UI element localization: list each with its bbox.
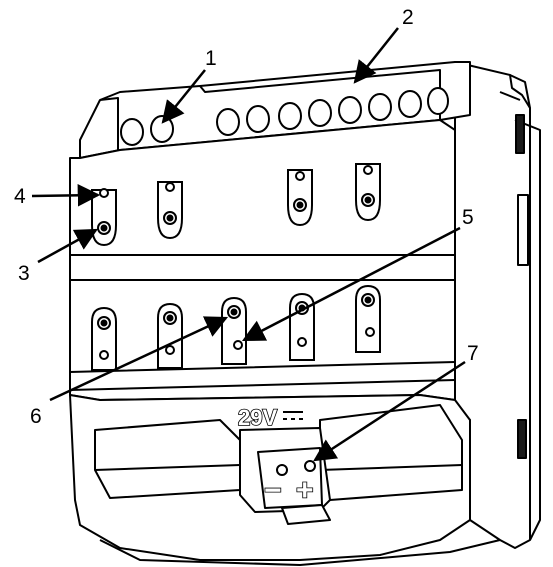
arrow-4 [31,184,101,207]
rail-slot-upper [515,114,525,154]
arrow-5 [242,226,461,342]
arrow-2 [353,27,399,84]
power-connector-tab [281,504,331,525]
callout-3: 3 [18,262,30,285]
right-rail-edge [499,74,541,541]
callout-numbers: 1 2 3 4 5 6 7 [14,6,479,428]
callout-7: 7 [467,342,479,365]
faceplate-lower-band [69,361,456,391]
upper-contact [287,169,313,227]
left-recess [94,419,241,499]
power-screw-minus [276,464,288,476]
power-screw-plus [304,460,316,472]
dc-symbol [283,411,303,420]
rail-slot-lower [517,419,527,459]
top-screw [338,96,362,124]
top-screw [216,108,240,136]
top-screw [398,90,422,118]
lower-contact [289,292,315,361]
polarity-plus-label: + [296,474,314,507]
upper-contact [355,163,381,222]
upper-contacts [91,163,381,247]
callout-6: 6 [30,405,42,428]
arrow-1 [161,69,206,124]
callout-arrows [31,27,466,462]
lower-contact [221,296,247,365]
voltage-label: 29V [238,405,277,430]
bottom-housing-foot [99,539,501,566]
top-screws [120,87,449,146]
top-screw [368,93,392,121]
upper-contact [91,188,117,247]
arrow-3 [37,228,98,264]
lower-contact [355,284,381,353]
right-recess [319,404,463,501]
faceplate-upper-band [70,254,455,281]
top-screw [120,118,144,146]
rail-slot-middle [517,194,529,266]
lower-contact [91,306,117,371]
arrow-6 [49,316,229,402]
callout-1: 1 [205,47,217,70]
callout-4: 4 [14,185,26,208]
top-screw [150,115,174,143]
callout-2: 2 [402,6,414,29]
left-recess-inner [94,464,241,471]
top-screw [427,87,449,115]
top-screw [246,105,270,133]
power-screws [276,460,316,476]
polarity-minus-label: − [264,474,282,507]
right-recess-inner [319,464,463,471]
top-screw [278,102,302,130]
top-screw [308,99,332,127]
lower-contact [157,302,183,369]
lower-contacts [91,284,381,371]
callout-5: 5 [462,206,474,229]
upper-contact [157,181,183,240]
arrow-7 [313,360,466,462]
